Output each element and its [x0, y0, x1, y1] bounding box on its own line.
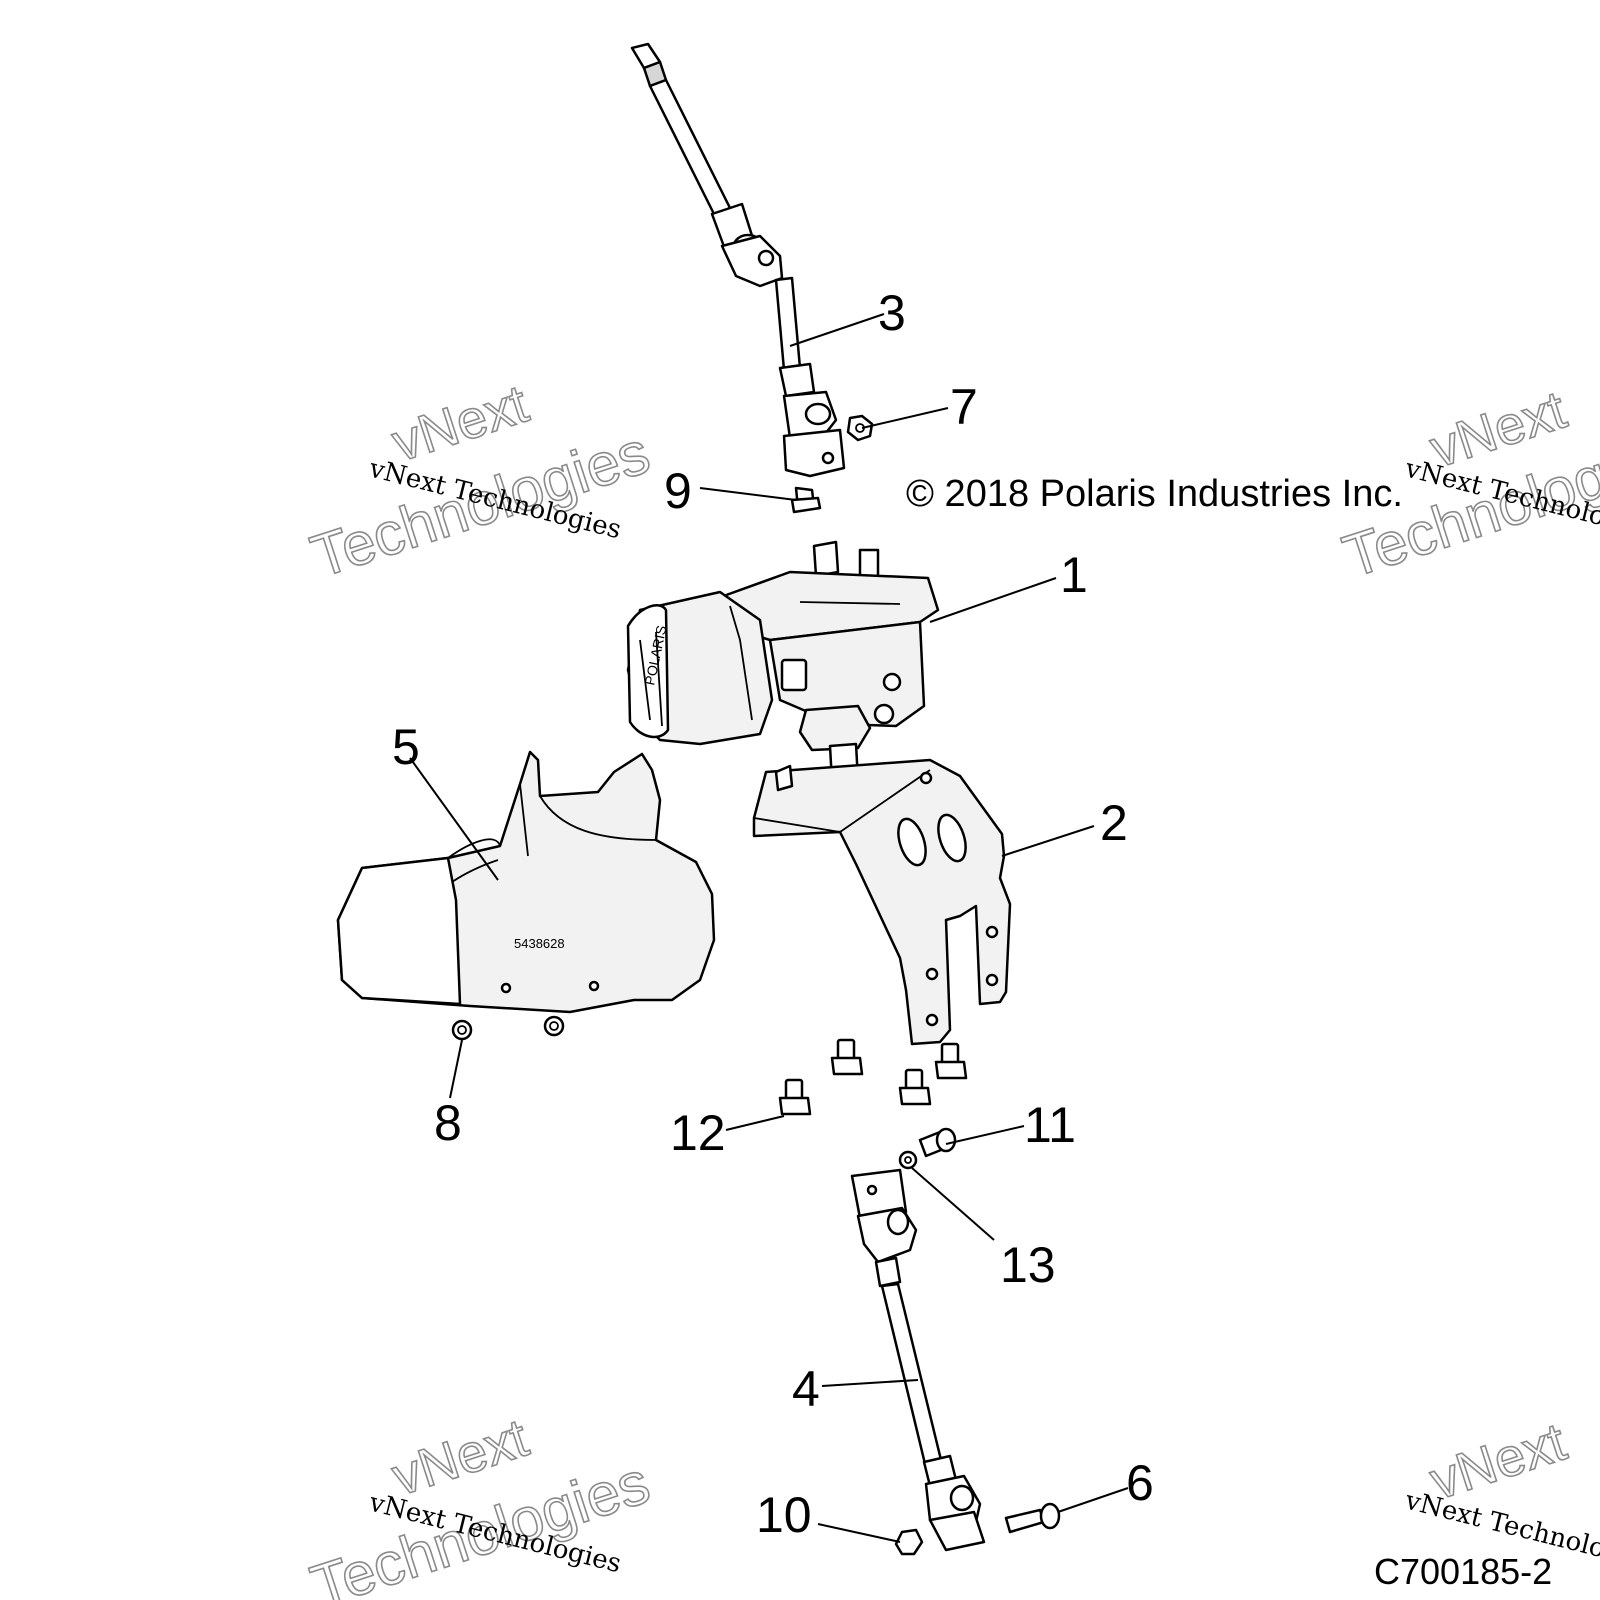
nut-8-right [543, 1015, 565, 1037]
watermark-bottom-left: vNext Technologies vNext Technologies [303, 1407, 658, 1600]
callout-7: 7 [950, 379, 978, 435]
callout-5: 5 [392, 719, 420, 775]
bolt-12-b [778, 1078, 812, 1116]
bolt-6 [1004, 1502, 1061, 1534]
callout-3: 3 [878, 285, 906, 341]
callout-6: 6 [1126, 1455, 1154, 1511]
bolt-12-c [898, 1068, 932, 1106]
upper-steering-shaft [630, 42, 846, 478]
nut-8-left [451, 1019, 473, 1041]
heat-shield: 5438628 [336, 750, 716, 1014]
callout-12: 12 [670, 1105, 726, 1161]
leader-lines [409, 313, 1129, 1543]
callout-8: 8 [434, 1095, 462, 1151]
callouts: 3 7 9 1 2 5 8 12 11 13 4 10 6 [392, 285, 1154, 1543]
callout-10: 10 [756, 1487, 812, 1543]
bolt-9 [790, 486, 822, 514]
figure-id: C700185-2 [1374, 1551, 1552, 1592]
nut-7 [846, 414, 874, 442]
bolt-12-d [934, 1042, 968, 1080]
watermark-top-left: vNext Technologies vNext Technologies [303, 373, 658, 591]
bolt-12-a [830, 1038, 864, 1076]
shield-part-number: 5438628 [514, 936, 565, 951]
bolt-11 [918, 1127, 957, 1158]
copyright-notice: © 2018 Polaris Industries Inc. [906, 473, 1403, 515]
callout-11: 11 [1024, 1097, 1076, 1153]
mounting-bracket [752, 758, 1012, 1046]
lower-steering-shaft [850, 1168, 986, 1552]
callout-13: 13 [1000, 1237, 1056, 1293]
callout-9: 9 [664, 463, 692, 519]
steering-gear-unit: POLARIS [626, 540, 940, 784]
callout-1: 1 [1060, 547, 1088, 603]
washer-13 [898, 1150, 918, 1170]
callout-4: 4 [792, 1361, 820, 1417]
callout-2: 2 [1100, 795, 1128, 851]
nut-10 [894, 1528, 924, 1556]
